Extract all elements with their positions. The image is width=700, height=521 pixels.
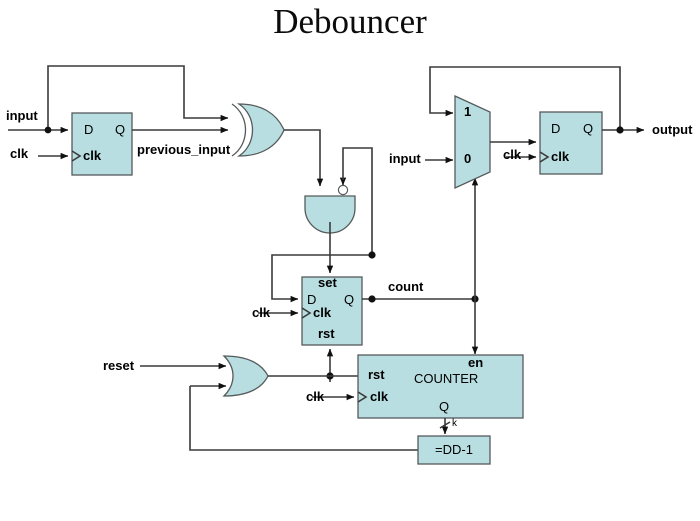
xor-gate-back-arc — [231, 103, 246, 157]
counter-rst-label: rst — [368, 367, 385, 382]
ff-count-d-label: D — [307, 292, 317, 307]
label-input-left: input — [6, 108, 38, 123]
counter-title: COUNTER — [414, 371, 479, 386]
counter-en-label: en — [468, 355, 484, 370]
label-previous-input: previous_input — [137, 142, 231, 157]
and-gate-input-bubble — [337, 184, 349, 196]
ff-count-q-label: Q — [344, 292, 355, 307]
comparator-label: =DD-1 — [435, 442, 473, 457]
counter-body — [357, 354, 524, 419]
output-mux-body — [454, 94, 491, 190]
previous-input-flipflop-body — [71, 112, 133, 176]
wire-count-feedback-to-and — [342, 147, 373, 255]
and-gate-body — [304, 195, 356, 234]
ff-prev-q-label: Q — [115, 122, 126, 137]
output-flipflop-body — [539, 111, 603, 175]
wire-input-to-xor-top — [47, 65, 229, 130]
wire-xor-to-and — [284, 129, 324, 187]
bus-slash-k — [439, 421, 451, 429]
label-clk-counter: clk — [306, 389, 325, 404]
or-gate-body — [222, 355, 269, 397]
page-title: Debouncer — [273, 2, 427, 41]
ff-out-q-label: Q — [583, 121, 594, 136]
junction-input — [44, 126, 52, 134]
label-reset: reset — [103, 358, 135, 373]
label-bus-width-k: k — [452, 418, 457, 429]
wire-count-to-d — [271, 254, 372, 303]
clk-triangle-ff-out — [539, 151, 550, 163]
ff-out-clk-label: clk — [551, 149, 570, 164]
counter-clk-label: clk — [370, 389, 389, 404]
ff-out-d-label: D — [551, 121, 561, 136]
junction-output — [616, 126, 624, 134]
ff-prev-d-label: D — [84, 122, 94, 137]
junction-count-upper — [368, 251, 376, 259]
label-input-mux: input — [389, 151, 421, 166]
label-count: count — [388, 279, 424, 294]
xor-gate-body — [236, 103, 285, 157]
wire-comparator-feedback — [189, 386, 418, 451]
mux-input-1-label: 1 — [464, 104, 472, 119]
ff-count-set-label: set — [318, 275, 337, 290]
label-clk-ff-count: clk — [252, 305, 271, 320]
junction-count-q — [368, 295, 376, 303]
label-clk-ff-out: clk — [503, 147, 522, 162]
label-clk-ff-prev: clk — [10, 146, 29, 161]
comparator-body — [417, 435, 491, 465]
count-flipflop-body — [301, 276, 363, 346]
ff-count-clk-label: clk — [313, 305, 332, 320]
clk-triangle-ff-prev — [71, 150, 82, 162]
ff-prev-clk-label: clk — [83, 148, 102, 163]
wire-output-feedback-to-mux1 — [429, 66, 621, 130]
counter-q-label: Q — [439, 399, 450, 414]
clk-triangle-counter — [357, 391, 368, 403]
mux-input-0-label: 0 — [464, 151, 472, 166]
ff-count-rst-label: rst — [318, 326, 335, 341]
clk-triangle-ff-count — [301, 307, 312, 319]
label-output: output — [652, 122, 693, 137]
